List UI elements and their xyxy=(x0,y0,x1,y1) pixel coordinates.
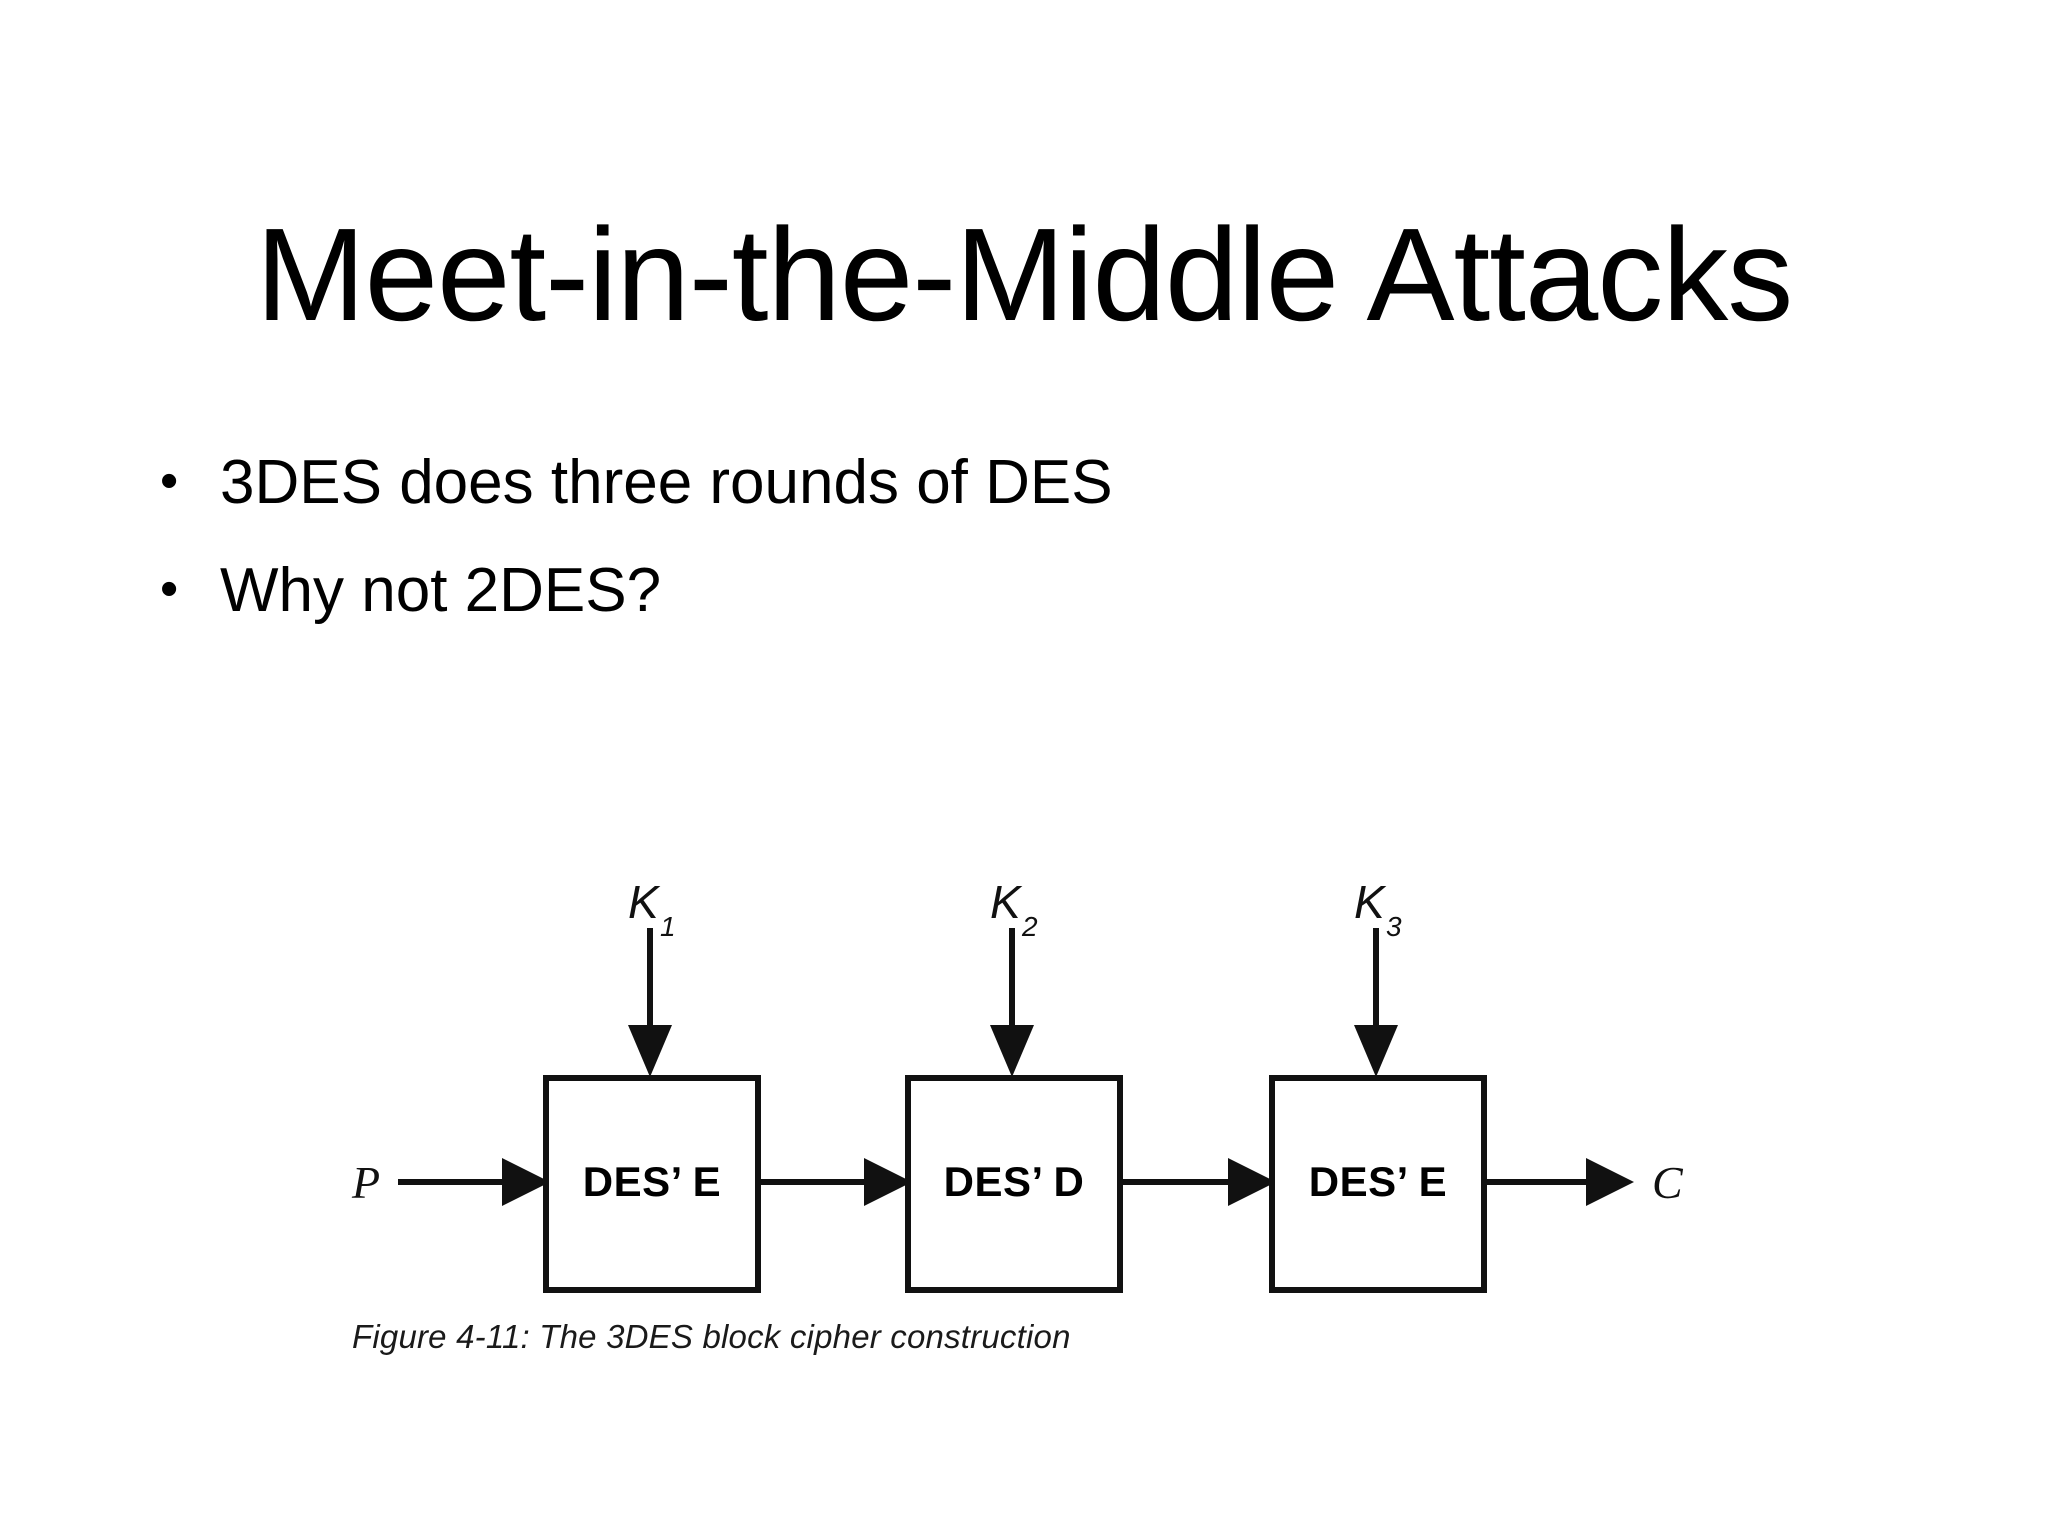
bullet-text: 3DES does three rounds of DES xyxy=(220,448,1113,517)
ciphertext-label-c: C xyxy=(1652,1157,1684,1208)
list-item: • Why not 2DES? xyxy=(160,560,1860,622)
bullet-marker-icon: • xyxy=(160,452,179,510)
key-label-k2-base: K xyxy=(990,876,1023,928)
connector-arrow-2-icon xyxy=(1120,1158,1276,1206)
key-label-k1: K 1 xyxy=(628,876,676,942)
input-arrow-icon xyxy=(398,1158,550,1206)
key-label-k1-subscript: 1 xyxy=(660,911,676,942)
output-arrow-icon xyxy=(1484,1158,1634,1206)
key-label-k3: K 3 xyxy=(1354,876,1402,942)
key-label-k3-subscript: 3 xyxy=(1386,911,1402,942)
figure-caption: Figure 4-11: The 3DES block cipher const… xyxy=(352,1318,1071,1355)
bullet-marker-icon: • xyxy=(160,560,179,618)
diagram-3des-block-cipher: K 1 K 2 K 3 xyxy=(351,876,1684,1293)
cipher-block-2 xyxy=(905,1075,1123,1293)
list-item: • 3DES does three rounds of DES xyxy=(160,452,1860,514)
page-title: Meet-in-the-Middle Attacks xyxy=(255,201,1794,349)
key-label-k1-base: K xyxy=(628,876,661,928)
cipher-block-2-label: DES’ D xyxy=(944,1158,1085,1205)
bullet-text: Why not 2DES? xyxy=(220,556,662,625)
key-label-k2: K 2 xyxy=(990,876,1038,942)
figure-3des-construction: K 1 K 2 K 3 xyxy=(340,840,1740,1400)
bullet-list: • 3DES does three rounds of DES • Why no… xyxy=(160,452,1860,668)
key-label-k2-subscript: 2 xyxy=(1021,911,1038,942)
cipher-block-3-label: DES’ E xyxy=(1309,1158,1447,1205)
cipher-block-1-label: DES’ E xyxy=(583,1158,721,1205)
key-arrow-k3-icon xyxy=(1354,928,1398,1077)
key-label-k3-base: K xyxy=(1354,876,1387,928)
plaintext-label-p: P xyxy=(351,1157,380,1208)
cipher-block-3 xyxy=(1269,1075,1487,1293)
key-arrow-k2-icon xyxy=(990,928,1034,1077)
key-arrow-k1-icon xyxy=(628,928,672,1077)
connector-arrow-1-icon xyxy=(758,1158,912,1206)
